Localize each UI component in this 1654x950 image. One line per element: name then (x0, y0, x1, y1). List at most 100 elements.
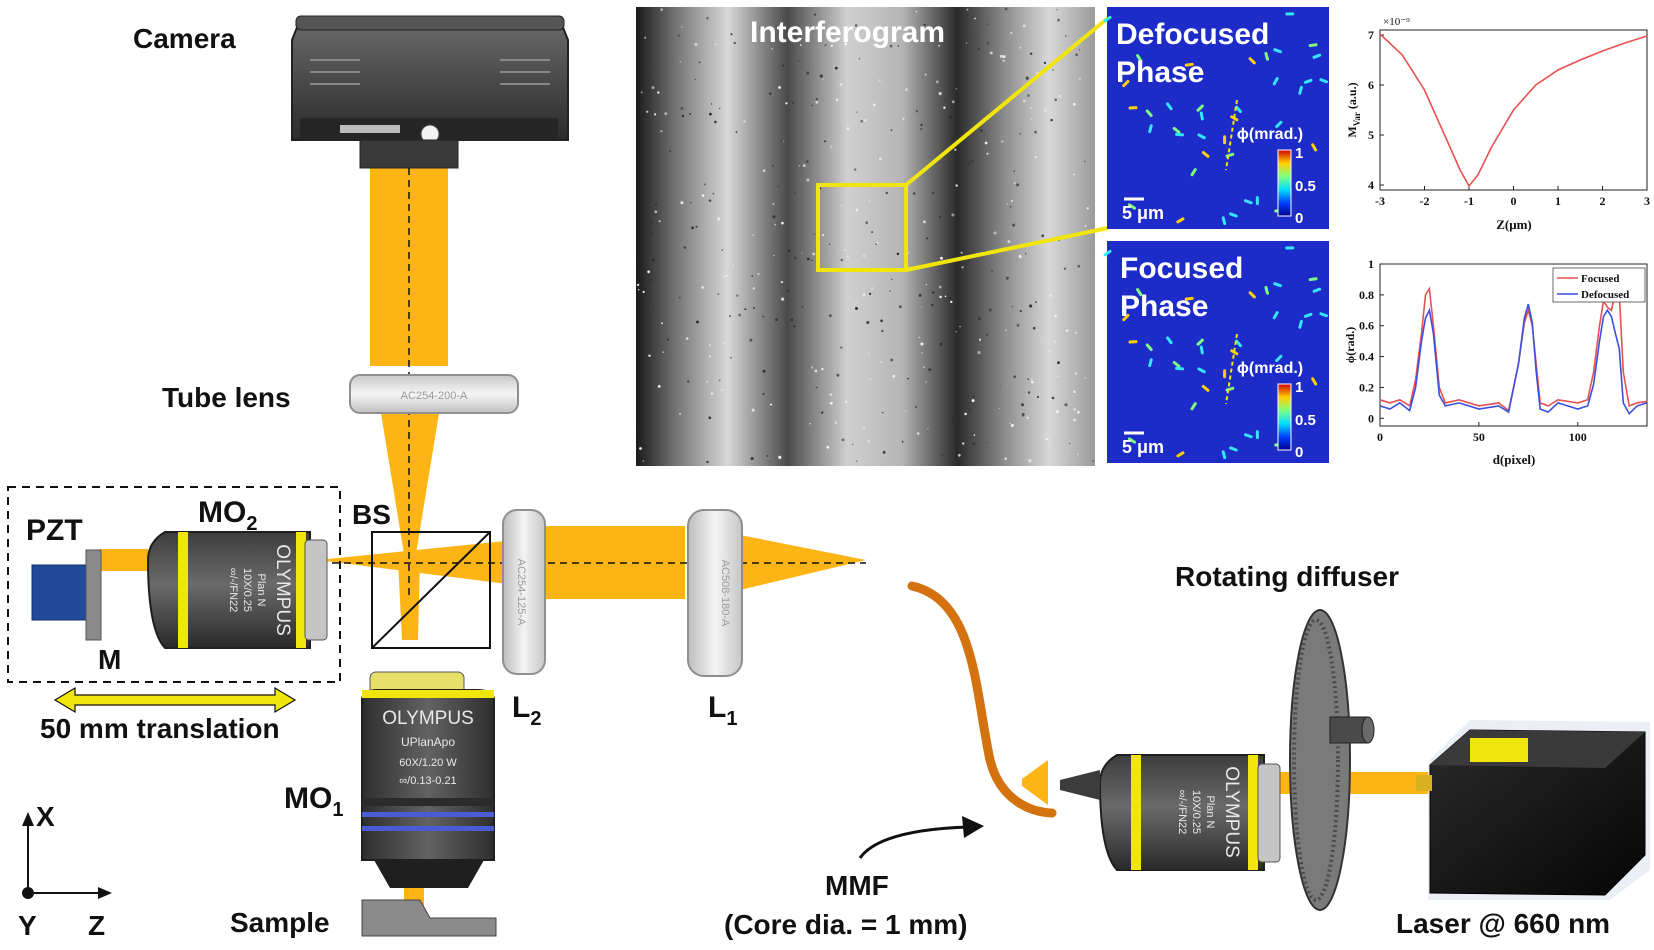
speckle-dot (815, 386, 818, 389)
speckle-dot (790, 318, 794, 322)
speckle-dot (664, 112, 668, 116)
focused-title-1: Focused (1120, 252, 1243, 285)
speckle-dot (1027, 391, 1031, 394)
speckle-dot (865, 221, 869, 225)
speckle-dot (725, 274, 728, 277)
defocused-scale-label: 5 μm (1122, 203, 1164, 223)
speckle-dot (921, 352, 923, 354)
speckle-dot (1011, 305, 1014, 308)
speckle-dot (735, 131, 738, 134)
speckle-dot (939, 342, 943, 346)
speckle-dot (752, 234, 755, 236)
phase-feature (1145, 343, 1153, 352)
speckle-dot (987, 23, 989, 25)
speckle-dot (717, 217, 720, 221)
speckle-dot (733, 41, 736, 45)
speckle-dot (962, 442, 965, 445)
phase-feature (1128, 340, 1138, 344)
speckle-dot (950, 300, 953, 304)
speckle-dot (1031, 378, 1033, 380)
label-l1: L1 (708, 691, 737, 730)
speckle-dot (793, 325, 796, 328)
focused-phi-label: ϕ(mrad.) (1237, 360, 1303, 377)
speckle-dot (1016, 183, 1020, 187)
speckle-dot (855, 307, 858, 310)
phase-feature (1122, 313, 1130, 322)
phase-feature (1196, 338, 1204, 346)
speckle-dot (899, 305, 902, 309)
x-tick-label: -1 (1464, 194, 1474, 208)
phase-feature (1248, 57, 1256, 65)
speckle-dot (1006, 203, 1008, 205)
phase-feature (1148, 358, 1153, 368)
label-bs: BS (352, 499, 391, 530)
translation-arrow (53, 686, 297, 714)
speckle-dot (717, 293, 720, 296)
phase-feature (1221, 216, 1227, 226)
speckle-dot (955, 331, 957, 333)
speckle-dot (781, 297, 785, 301)
speckle-dot (954, 390, 957, 393)
phase-feature (1264, 51, 1269, 61)
beam-splitter (371, 531, 491, 649)
speckle-dot (907, 377, 909, 380)
phase-feature (1103, 15, 1112, 23)
phase-feature (1197, 367, 1206, 374)
speckle-dot (920, 342, 924, 346)
speckle-dot (770, 403, 772, 406)
speckle-dot (920, 306, 923, 308)
speckle-dot (1049, 350, 1051, 353)
speckle-dot (1047, 438, 1050, 441)
speckle-dot (964, 412, 967, 416)
speckle-dot (834, 66, 838, 70)
speckle-dot (949, 115, 953, 119)
interferogram-speckle (636, 7, 1094, 464)
speckle-dot (984, 141, 988, 145)
phase-feature (1172, 360, 1181, 368)
l1-engraving: AC508-180-A (719, 560, 731, 627)
mo1-spec: 60X/1.20 W (399, 757, 457, 769)
phase-feature (1136, 288, 1143, 297)
beam-bs-to-mo1 (398, 560, 420, 640)
speckle-dot (783, 140, 785, 142)
speckle-dot (642, 460, 645, 462)
speckle-dot (1018, 255, 1022, 258)
phase-feature (1285, 246, 1295, 250)
speckle-dot (1012, 223, 1016, 227)
phase-feature (1273, 48, 1282, 54)
phase-feature (1319, 312, 1329, 318)
speckle-dot (1073, 173, 1075, 176)
defocused-cbar-top: 1 (1295, 145, 1303, 162)
speckle-dot (708, 199, 712, 202)
speckle-dot (892, 374, 896, 378)
speckle-dot (881, 329, 884, 333)
speckle-dot (1034, 156, 1037, 159)
speckle-dot (1054, 340, 1057, 344)
speckle-dot (653, 310, 655, 313)
speckle-dot (1019, 309, 1022, 313)
phase-feature (1273, 282, 1282, 288)
focused-phase-panel: Focused Phase ϕ(mrad.) 1 0.5 0 5 μm (1103, 241, 1329, 463)
speckle-dot (654, 70, 656, 72)
phase-feature (1230, 115, 1239, 122)
speckle-dot (925, 381, 927, 383)
speckle-dot (890, 129, 893, 132)
speckle-dot (878, 79, 881, 82)
speckle-dot (1013, 375, 1016, 379)
x-tick-label: -2 (1420, 194, 1430, 208)
speckle-dot (766, 455, 769, 457)
speckle-dot (875, 243, 878, 246)
phase-feature (1184, 296, 1194, 301)
speckle-dot (722, 276, 725, 278)
label-camera: Camera (133, 23, 236, 54)
phase-feature (1319, 78, 1329, 84)
speckle-dot (1036, 396, 1039, 398)
speckle-dot (1084, 377, 1087, 379)
axis-indicator (22, 812, 112, 899)
speckle-dot (785, 102, 788, 105)
speckle-dot (642, 290, 645, 294)
speckle-dot (806, 178, 810, 182)
phase-feature (1243, 433, 1253, 439)
speckle-dot (638, 10, 641, 13)
